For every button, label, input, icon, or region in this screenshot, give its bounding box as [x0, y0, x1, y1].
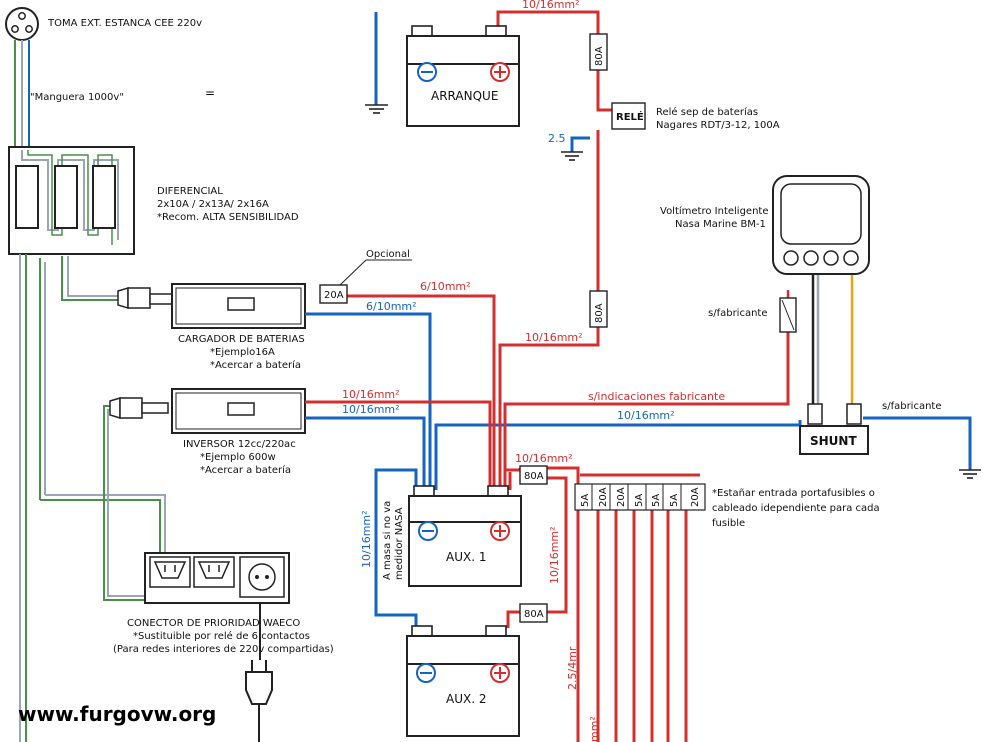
voltmeter-model: Nasa Marine BM-1 [675, 219, 766, 230]
charger-example: *Ejemplo16A [210, 347, 275, 358]
ac-plug [245, 660, 273, 742]
fuse-note-1: *Estañar entrada portafusibles o [712, 488, 875, 499]
wire-label-top: 10/16mm² [522, 0, 580, 11]
shunt-label: SHUNT [810, 434, 857, 448]
fuse-block-2: 20A [598, 487, 609, 507]
inverter-note: *Acercar a batería [200, 464, 291, 476]
wire-label-indications: s/indicaciones fabricante [588, 390, 725, 403]
fuse-mid [589, 290, 608, 328]
fuse-block-1: 5A [580, 494, 591, 507]
wire-label-aux: 10/16mm² [515, 452, 573, 465]
relay-label: RELÉ [616, 110, 644, 123]
fuse-aux1-label: 80A [524, 471, 544, 482]
waeco-note-2: (Para redes interiores de 220v compartid… [113, 644, 334, 655]
battery-aux2-label: AUX. 2 [446, 692, 486, 706]
fuse-block-5: 5A [651, 494, 662, 507]
sense-wires [786, 275, 854, 408]
fuse-block [574, 483, 706, 511]
fuse-block-3: 20A [616, 487, 627, 507]
waeco-note: *Sustituible por relé de 6 contactos [133, 630, 310, 642]
battery-charger [117, 283, 306, 329]
wire-label-bottom: mm² [588, 716, 601, 742]
charger-title: CARGADOR DE BATERIAS [178, 334, 305, 345]
relay-desc: Relé sep de baterías [656, 106, 758, 118]
s-fab-left-label: s/fabricante [708, 308, 768, 319]
fuse-block-4: 5A [634, 494, 645, 507]
relay-model: Nagares RDT/3-12, 100A [656, 120, 780, 131]
ground-symbols [365, 104, 981, 479]
wire-label-vert-left: 10/16mm² [360, 510, 373, 568]
fuse-aux2 [519, 603, 548, 623]
outlet-label: TOMA EXT. ESTANCA CEE 220v [47, 18, 202, 29]
fuse-charger-label: 20A [324, 290, 344, 301]
battery-aux1 [408, 485, 522, 587]
waeco-connector [144, 552, 290, 604]
hose-lines [14, 40, 30, 150]
fuse-note-2: cableado idependiente para cada [712, 503, 880, 514]
inverter-title: INVERSOR 12cc/220ac [183, 439, 296, 450]
voltmeter-title: Voltímetro Inteligente [660, 205, 769, 217]
differential-note: *Recom. ALTA SENSIBILIDAD [157, 212, 299, 223]
equals-sign: = [205, 86, 215, 100]
ground-note-2: medidor NASA [394, 507, 405, 580]
wire-label-2-5: 2.5 [548, 132, 566, 145]
wire-label-10-16-right: 10/16mm² [525, 331, 583, 344]
waeco-title: CONECTOR DE PRIORIDAD WAECO [127, 618, 300, 629]
battery-start [406, 25, 520, 127]
wire-label-2-5-4: 2.5/4mr [566, 646, 579, 690]
wire-label-vert-right: 10/16mm² [548, 526, 561, 584]
wire-label-inv-red: 10/16mm² [342, 388, 400, 401]
fuse-mid-label: 80A [594, 303, 605, 323]
wire-label-shunt: 10/16mm² [617, 409, 675, 422]
battery-aux1-label: AUX. 1 [446, 550, 486, 564]
s-fab-right-label: s/fabricante [882, 401, 942, 412]
fuse-top [589, 33, 608, 71]
hose-label: "Manguera 1000v" [30, 92, 124, 103]
differential-title: DIFERENCIAL [157, 186, 223, 197]
fuse-aux1 [519, 465, 548, 485]
wire-label-6-10-red: 6/10mm² [420, 280, 471, 293]
battery-aux2 [406, 625, 520, 737]
fuse-note-3: fusible [712, 518, 745, 529]
differential-breaker [8, 146, 135, 255]
fuse-block-7: 20A [690, 487, 701, 507]
charger-note: *Acercar a batería [210, 359, 301, 371]
inverter-example: *Ejemplo 600w [200, 452, 276, 463]
voltmeter [772, 175, 870, 275]
watermark: www.furgovw.org [18, 702, 216, 726]
negative-wires [305, 12, 972, 630]
fuse-top-label: 80A [594, 46, 605, 66]
fuse-aux2-label: 80A [524, 609, 544, 620]
wire-label-inv-blue: 10/16mm² [342, 403, 400, 416]
positive-wires [305, 10, 790, 742]
differential-ratings: 2x10A / 2x13A/ 2x16A [157, 199, 269, 210]
battery-start-label: ARRANQUE [431, 89, 498, 103]
ground-note-1: A masa si no va [382, 501, 393, 580]
fuse-charger [319, 284, 348, 304]
optional-label: Opcional [366, 249, 410, 260]
inverter [109, 388, 306, 434]
external-outlet [5, 7, 39, 41]
fuse-block-6: 5A [669, 494, 680, 507]
shunt [799, 403, 869, 455]
relay-box [611, 102, 646, 130]
wire-label-6-10-blue: 6/10mm² [366, 300, 417, 313]
